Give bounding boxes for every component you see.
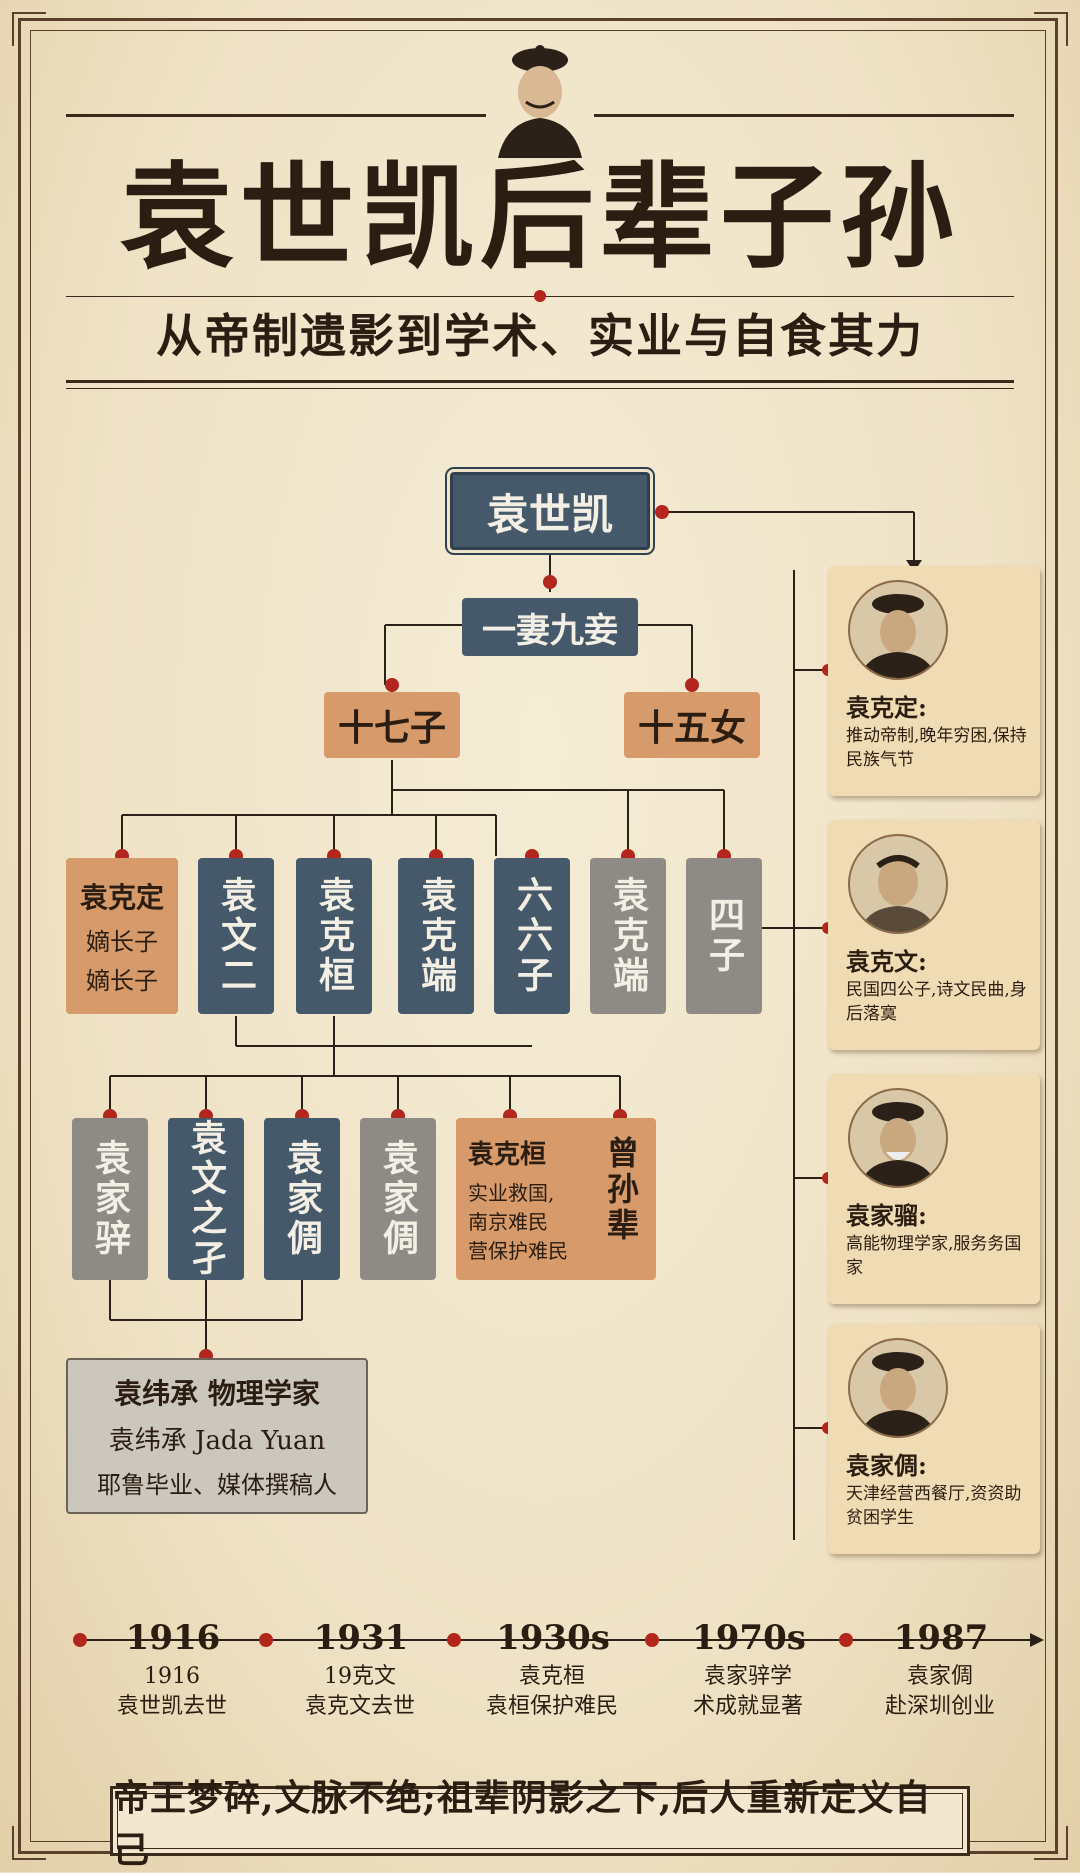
gen3-card-side: 曾孙辈: [602, 1136, 640, 1244]
gen3-card-line: 营保护难民: [468, 1239, 568, 1263]
timeline-desc-line: 袁世凯去世: [116, 1694, 227, 1719]
timeline-year: 1987: [893, 1618, 989, 1658]
gen3-node-2: 袁家倜: [264, 1118, 340, 1280]
gen2-node-5: 袁克端: [590, 858, 666, 1014]
timeline-year: 1916: [125, 1618, 221, 1658]
timeline-year: 1931: [313, 1618, 409, 1658]
gen3-card: 袁克桓 实业救国, 南京难民 营保护难民 曾孙辈: [456, 1118, 656, 1280]
gen3-node-0: 袁家骍: [72, 1118, 148, 1280]
gen2-note: 嫡长子: [86, 928, 158, 956]
portrait-icon: [848, 834, 948, 934]
profile-desc: 高能物理学家,服务务国家: [846, 1234, 1022, 1278]
header-rule-left: [66, 114, 486, 117]
divider-dot: [534, 290, 546, 302]
gen4-line: 袁纬承 物理学家: [114, 1377, 320, 1410]
portrait-icon: [498, 45, 582, 158]
gen2-node-2: 袁克桓: [296, 858, 372, 1014]
subtitle-rule-thin: [66, 388, 1014, 389]
gen4-card: 袁纬承 物理学家 袁纬承 Jada Yuan 耶鲁毕业、媒体撰稿人: [66, 1358, 368, 1514]
timeline-desc-line: 袁家倜: [906, 1664, 973, 1689]
timeline-desc: 袁克桓袁桓保护难民: [462, 1662, 642, 1722]
subtitle-rule: [66, 380, 1014, 383]
portrait-icon: [848, 1088, 948, 1188]
profile-name: 袁克文:: [846, 947, 927, 976]
daughters-node: 十五女: [624, 692, 760, 758]
gen2-node-1: 袁文二: [198, 858, 274, 1014]
timeline-year: 1930s: [496, 1618, 610, 1658]
profile-name: 袁家倜:: [846, 1451, 927, 1480]
gen4-line: 袁纬承 Jada Yuan: [108, 1426, 326, 1456]
portrait-icon: [848, 1338, 948, 1438]
profile-name: 袁克定:: [846, 693, 927, 722]
corner-ornament: [1034, 1826, 1068, 1860]
gen2-node-4: 六六子: [494, 858, 570, 1014]
timeline-desc-line: 袁克文去世: [304, 1694, 415, 1719]
timeline-desc-line: 袁桓保护难民: [485, 1694, 618, 1719]
profile-name: 袁家骝:: [846, 1201, 927, 1230]
page-subtitle: 从帝制遗影到学术、实业与自食其力: [156, 309, 924, 363]
spouses-node: 一妻九妾: [462, 598, 638, 656]
timeline-desc: 袁家倜赴深圳创业: [850, 1662, 1030, 1722]
page-title: 袁世凯后辈子孙: [119, 150, 960, 284]
timeline-desc-line: 19克文: [324, 1664, 396, 1689]
timeline-desc: 1916 袁世凯去世: [82, 1662, 262, 1722]
gen4-line: 耶鲁毕业、媒体撰稿人: [97, 1471, 337, 1499]
timeline-desc-line: 赴深圳创业: [884, 1694, 995, 1719]
timeline-year: 1970s: [692, 1618, 806, 1658]
gen3-card-line: 实业救国,: [468, 1181, 555, 1205]
timeline-desc: 袁家骍学术成就显著: [658, 1662, 838, 1722]
gen2-node-3: 袁克端: [398, 858, 474, 1014]
gen3-node-3: 袁家倜: [360, 1118, 436, 1280]
profile-desc: 推动帝制,晚年穷困,保持民族气节: [846, 726, 1027, 770]
corner-ornament: [12, 1826, 46, 1860]
timeline-desc: 19克文袁克文去世: [270, 1662, 450, 1722]
gen3-node-1: 袁文之孑: [168, 1118, 244, 1280]
corner-ornament: [12, 12, 46, 46]
timeline-desc-line: 袁克桓: [518, 1664, 585, 1689]
gen3-card-title: 袁克桓: [468, 1140, 547, 1170]
timeline-desc-line: 袁家骍学: [703, 1664, 792, 1689]
gen2-node-0: 袁克定 嫡长子 嫡长子: [66, 858, 178, 1014]
tree-root: 袁世凯: [450, 472, 650, 550]
profile-card: 袁克定: 推动帝制,晚年穷困,保持民族气节: [828, 566, 1040, 796]
profile-desc: 天津经营西餐厅,资资助贫困学生: [846, 1484, 1022, 1528]
gen2-note: 嫡长子: [86, 967, 158, 995]
footer-quote: 帝王梦碎,文脉不绝;祖辈阴影之下,后人重新定义自己: [110, 1777, 970, 1871]
gen2-name: 袁克定: [79, 881, 164, 914]
timeline-desc-line: 1916: [144, 1664, 200, 1689]
corner-ornament: [1034, 12, 1068, 46]
profile-card: 袁克文: 民国四公子,诗文民曲,身后落寞: [828, 820, 1040, 1050]
header-rule-right: [594, 114, 1014, 117]
profile-desc: 民国四公子,诗文民曲,身后落寞: [846, 980, 1027, 1024]
gen2-node-6: 四子: [686, 858, 762, 1014]
portrait-icon: [848, 580, 948, 680]
gen3-card-line: 南京难民: [468, 1210, 548, 1234]
sons-node: 十七子: [324, 692, 460, 758]
profile-card: 袁家骝: 高能物理学家,服务务国家: [828, 1074, 1040, 1304]
profile-card: 袁家倜: 天津经营西餐厅,资资助贫困学生: [828, 1324, 1040, 1554]
timeline-desc-line: 术成就显著: [692, 1694, 803, 1719]
